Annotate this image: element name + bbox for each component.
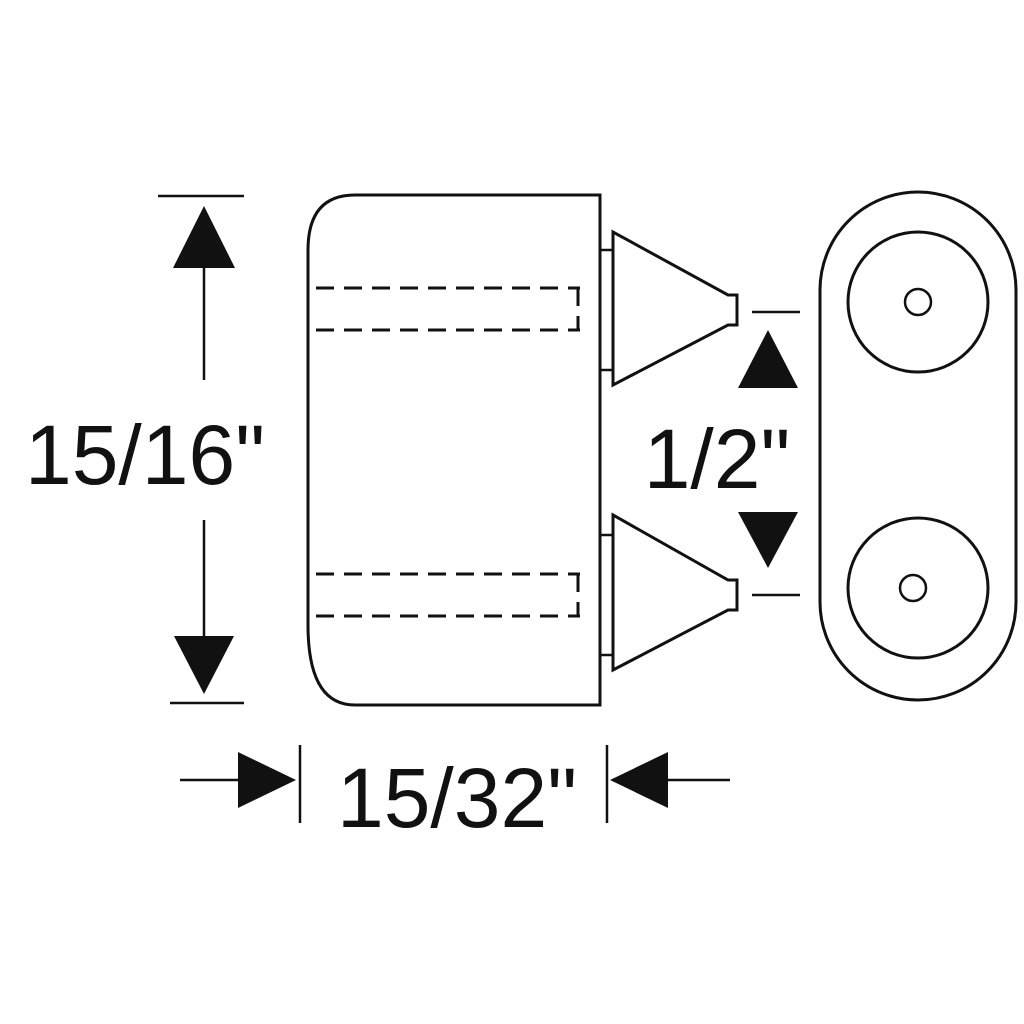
arrow-down-icon: [174, 636, 234, 694]
end-view-hole-top: [903, 287, 933, 317]
end-view-outline: [818, 190, 1018, 702]
arrow-left-icon: [610, 752, 668, 808]
end-view-pin-bottom: [846, 516, 990, 660]
cone-pin-top: [611, 229, 739, 388]
spacing-label: 1/2": [644, 412, 791, 506]
bumper-end-view: [818, 190, 1018, 702]
arrow-right-icon: [238, 752, 296, 808]
cone-pin-bottom: [611, 512, 739, 673]
shoulder-bottom: [598, 533, 615, 657]
end-view-pin-top: [846, 230, 990, 374]
arrow-up-icon: [173, 206, 235, 268]
arrow-down-icon: [738, 512, 798, 568]
arrow-up-icon: [738, 330, 798, 388]
body-outline: [306, 193, 602, 707]
height-label: 15/16": [25, 408, 265, 502]
end-view-hole-bottom: [898, 573, 928, 603]
shoulder-top: [598, 248, 615, 372]
height-dimension: 15/16": [25, 194, 265, 705]
spacing-dimension: 1/2": [644, 310, 800, 597]
bumper-body: [306, 193, 739, 707]
width-dimension: 15/32": [180, 745, 730, 845]
width-label: 15/32": [337, 751, 577, 845]
